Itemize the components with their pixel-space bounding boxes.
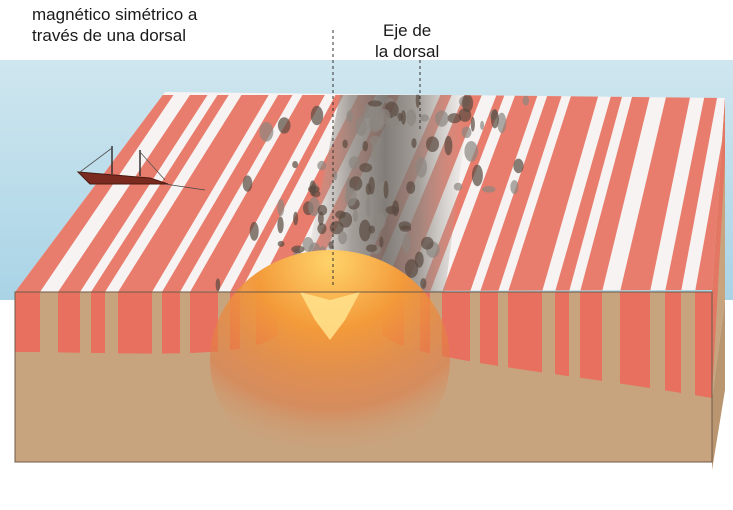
rock-texture (379, 236, 383, 247)
rock-texture (349, 156, 360, 169)
rock-texture (415, 252, 424, 268)
rock-texture (420, 114, 429, 121)
rock-texture (462, 94, 473, 112)
rock-texture (415, 157, 427, 178)
rock-texture (371, 142, 377, 163)
rock-texture (366, 244, 377, 252)
rock-texture (346, 110, 353, 122)
rock-texture (342, 140, 347, 149)
rock-texture (363, 141, 369, 151)
rock-texture (391, 116, 399, 127)
rock-texture (277, 199, 284, 216)
rock-texture (411, 138, 416, 148)
rock-texture (400, 225, 412, 231)
rock-texture (318, 211, 324, 225)
rock-texture (421, 237, 434, 250)
rock-texture (384, 181, 389, 199)
rock-texture (386, 206, 399, 215)
rock-texture (472, 165, 483, 187)
rock-texture (345, 188, 357, 207)
rock-texture (368, 100, 382, 106)
rock-texture (370, 115, 383, 130)
rock-texture (523, 96, 529, 106)
rock-texture (366, 183, 371, 195)
rock-texture (278, 117, 291, 133)
rock-texture (339, 212, 352, 228)
rock-texture (374, 212, 386, 229)
rock-texture (406, 181, 415, 194)
rock-texture (293, 212, 298, 226)
rock-texture (426, 136, 439, 152)
rock-texture (454, 183, 463, 191)
rock-texture (513, 159, 523, 174)
rock-texture (308, 197, 320, 216)
rock-texture (435, 111, 448, 127)
rock-texture (462, 127, 472, 139)
rock-texture (407, 109, 417, 126)
rock-texture (444, 136, 452, 155)
rock-texture (216, 278, 221, 291)
rock-texture (277, 217, 283, 234)
rock-texture (278, 241, 285, 247)
rock-texture (491, 109, 499, 128)
rock-texture (338, 231, 347, 244)
rock-texture (510, 180, 518, 194)
rock-texture (480, 121, 484, 130)
rock-texture (356, 117, 367, 135)
crust-magnetic-stripe (665, 292, 681, 402)
magma-chamber (210, 250, 450, 470)
rock-texture (482, 186, 495, 193)
rock-texture (291, 246, 304, 254)
rock-texture (402, 233, 410, 253)
rock-texture (243, 175, 253, 191)
rock-texture (420, 278, 426, 289)
rock-texture (359, 220, 371, 242)
rock-texture (292, 161, 298, 168)
rock-texture (359, 163, 372, 172)
rock-texture (401, 110, 406, 124)
rock-texture (353, 210, 358, 222)
rock-texture (471, 117, 475, 132)
rock-texture (464, 141, 478, 162)
rock-texture (250, 222, 259, 241)
rock-texture (333, 171, 337, 181)
rock-texture (370, 233, 378, 240)
rock-texture (448, 113, 462, 123)
rock-texture (259, 122, 273, 142)
rock-texture (317, 161, 326, 171)
rock-texture (311, 106, 323, 125)
rock-texture (366, 196, 371, 217)
rock-texture (308, 186, 320, 194)
